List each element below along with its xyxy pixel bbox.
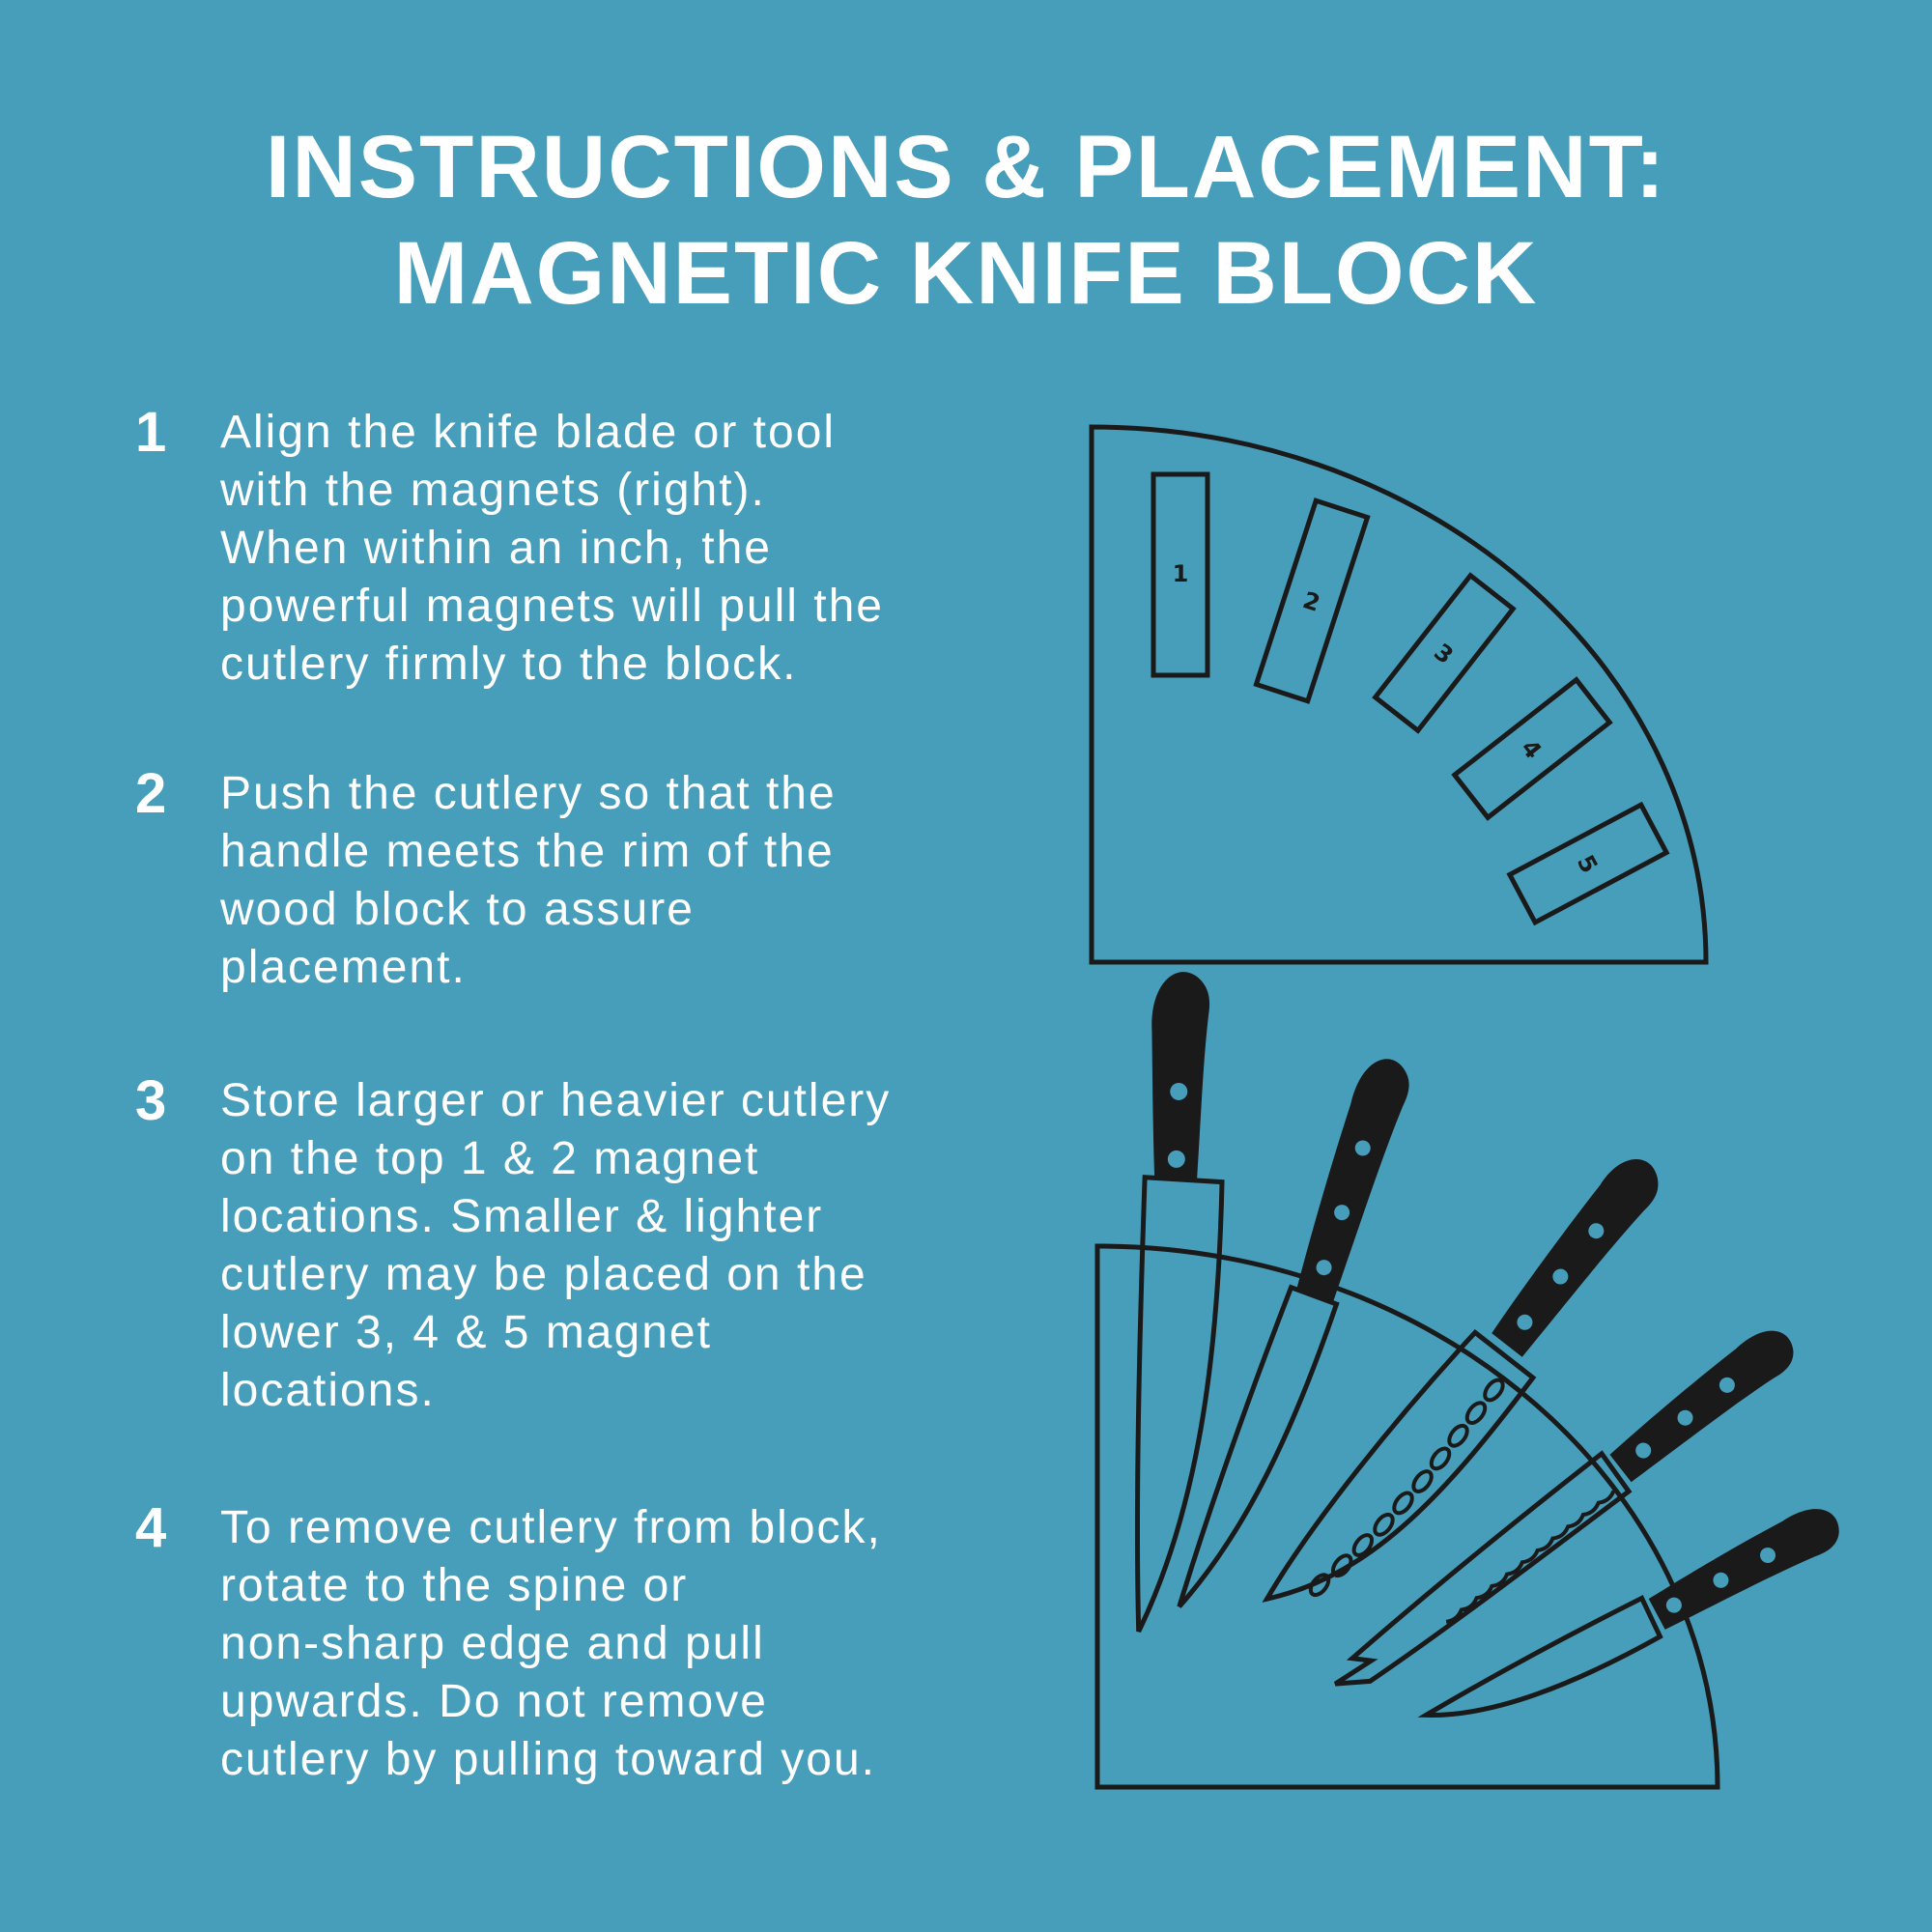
knife-blade (1177, 1284, 1340, 1608)
magnet-slot-label: 3 (1429, 639, 1458, 669)
knife-handle (1151, 972, 1210, 1179)
step-line: wood block to assure (220, 884, 695, 935)
step-line: cutlery may be placed on the (220, 1249, 867, 1300)
step-text: Push the cutlery so that the handle meet… (220, 765, 974, 997)
step-line: powerful magnets will pull the (220, 581, 884, 632)
step-number: 2 (135, 762, 167, 825)
knife-blade (1262, 1329, 1537, 1603)
magnet-slot-1: 1 (1151, 471, 1210, 678)
step-line: locations. Smaller & lighter (220, 1191, 824, 1242)
step-line: Align the knife blade or tool (220, 407, 837, 458)
step-line: lower 3, 4 & 5 magnet (220, 1307, 712, 1358)
step-line: upwards. Do not remove (220, 1676, 768, 1727)
rivet (1354, 1140, 1371, 1156)
knife-handle (1609, 1330, 1794, 1483)
step-line: cutlery by pulling toward you. (220, 1734, 876, 1785)
page-title: INSTRUCTIONS & PLACEMENT: MAGNETIC KNIFE… (0, 114, 1932, 327)
rivet (1760, 1548, 1776, 1563)
step-line: rotate to the spine or (220, 1560, 689, 1611)
blade-dimples (1308, 1378, 1505, 1598)
block-outline (1094, 1243, 1720, 1790)
knife-handle (1296, 1059, 1409, 1301)
magnet-slot-label: 4 (1516, 734, 1547, 763)
knife-handle (1648, 1509, 1839, 1630)
serrated-edge (1445, 1490, 1616, 1624)
rivet (1588, 1223, 1605, 1239)
magnet-slot-label: 5 (1572, 851, 1604, 878)
rivet (1635, 1442, 1652, 1459)
step-line: with the magnets (right). (220, 465, 766, 516)
rivet (1665, 1597, 1682, 1613)
rivet (1552, 1268, 1569, 1285)
step-line: on the top 1 & 2 magnet (220, 1133, 760, 1184)
step-line: Store larger or heavier cutlery (220, 1075, 892, 1126)
magnet-slot-5: 5 (1506, 801, 1670, 926)
step-text: To remove cutlery from block, rotate to … (220, 1499, 974, 1789)
step-line: When within an inch, the (220, 523, 772, 574)
block-outline (1089, 424, 1709, 965)
step-line: placement. (220, 942, 467, 993)
knife-blade (1134, 1175, 1225, 1633)
step-number: 1 (135, 401, 167, 464)
step-text: Store larger or heavier cutlery on the t… (220, 1072, 974, 1420)
rivet (1713, 1572, 1729, 1588)
magnet-slot-2: 2 (1253, 497, 1371, 704)
rivet (1334, 1205, 1350, 1221)
step-line: To remove cutlery from block, (220, 1502, 882, 1553)
magnet-slot-label: 1 (1173, 560, 1189, 587)
step-line: non-sharp edge and pull (220, 1618, 765, 1669)
knife-placement-diagram (1094, 972, 1839, 1790)
step-number: 4 (135, 1496, 167, 1559)
knife-blade (1333, 1450, 1633, 1687)
rivet (1677, 1409, 1693, 1426)
rivet (1316, 1260, 1332, 1276)
step-line: locations. (220, 1365, 436, 1416)
utility-knife (1177, 1059, 1409, 1608)
knife-blade (1417, 1595, 1663, 1718)
step-line: Push the cutlery so that the (220, 768, 837, 819)
magnet-slot-4: 4 (1451, 676, 1613, 821)
rivet (1167, 1150, 1185, 1168)
step-text: Align the knife blade or tool with the m… (220, 404, 974, 694)
chef-knife (1134, 972, 1225, 1633)
magnet-layout-diagram: 1 2 3 4 5 (1089, 424, 1709, 965)
paring-knife (1417, 1509, 1839, 1718)
knife-handle (1492, 1159, 1659, 1357)
step-line: cutlery firmly to the block. (220, 639, 798, 690)
rivet (1170, 1082, 1188, 1100)
rivet (1517, 1314, 1533, 1330)
step-number: 3 (135, 1069, 167, 1132)
title-line-2: MAGNETIC KNIFE BLOCK (393, 224, 1539, 323)
rivet (1719, 1377, 1735, 1393)
title-line-1: INSTRUCTIONS & PLACEMENT: (265, 118, 1667, 216)
magnet-slot-3: 3 (1372, 572, 1517, 734)
magnet-slot-label: 2 (1299, 586, 1323, 617)
serrated-knife (1333, 1330, 1794, 1687)
santoku-knife (1262, 1159, 1659, 1603)
step-line: handle meets the rim of the (220, 826, 835, 877)
